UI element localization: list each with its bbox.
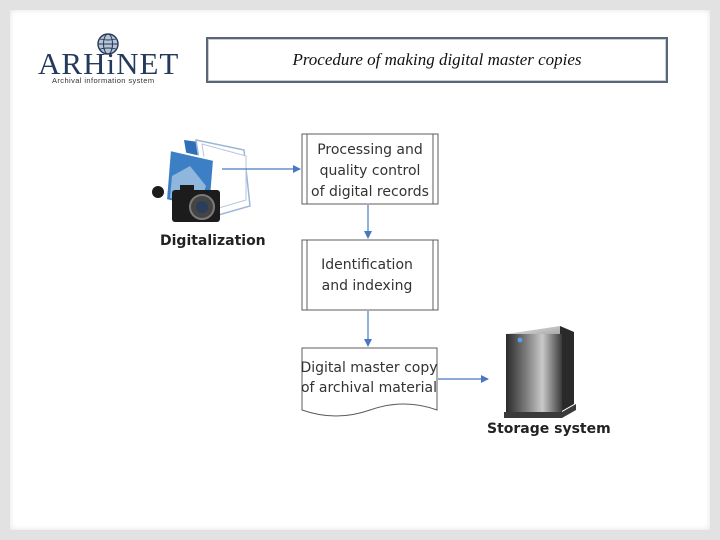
logo-wordmark: ARHiNET	[38, 46, 180, 81]
page-title: Procedure of making digital master copie…	[292, 50, 582, 69]
step1-line-2: quality control	[320, 163, 421, 179]
step3-line-1: Digital master copy	[300, 360, 437, 376]
step3-line-2: of archival material	[301, 380, 437, 396]
globe-icon	[97, 33, 119, 55]
title-box: Procedure of making digital master copie…	[206, 37, 668, 83]
camera-photos-icon	[152, 139, 251, 222]
digitalization-label: Digitalization	[160, 233, 266, 249]
step1-line-1: Processing and	[317, 142, 423, 158]
step2-line-1: Identification	[321, 257, 413, 273]
step-processing-box: Processing and quality control of digita…	[301, 133, 439, 205]
step2-line-2: and indexing	[322, 278, 413, 294]
logo-subtitle: Archival information system	[52, 76, 155, 85]
step-master-copy-box: Digital master copy of archival material	[300, 347, 438, 417]
arhinet-logo: ARHiNET Archival information system	[38, 32, 178, 86]
step-identification-box: Identification and indexing	[301, 239, 439, 311]
storage-system-label: Storage system	[487, 421, 611, 437]
step1-line-3: of digital records	[311, 184, 429, 200]
server-icon	[504, 326, 576, 418]
